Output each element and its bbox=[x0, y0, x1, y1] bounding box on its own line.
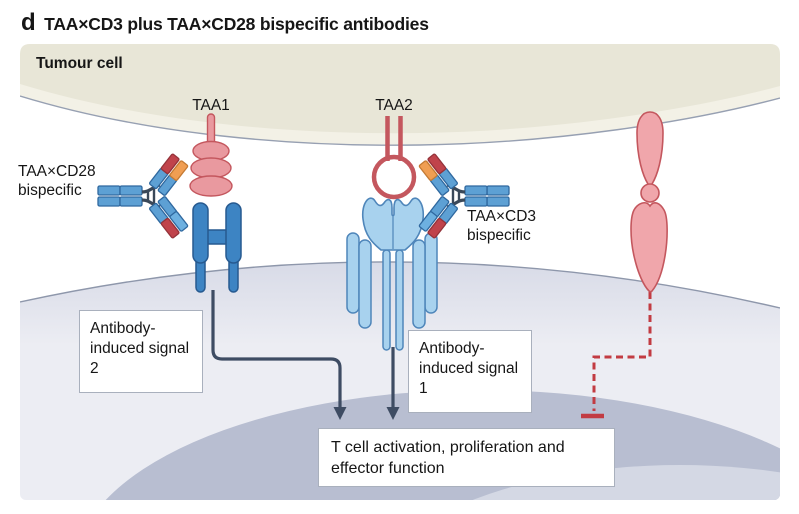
signal1-arrow bbox=[386, 347, 400, 420]
cd28-receptor bbox=[192, 202, 242, 293]
signal2-arrow bbox=[211, 290, 347, 420]
taa-cd28-bispecific-label: TAA×CD28 bispecific bbox=[18, 163, 96, 199]
taa2-label: TAA2 bbox=[375, 97, 413, 114]
outcome-box: T cell activation, proliferation and eff… bbox=[318, 428, 615, 487]
inhibitory-ligand bbox=[630, 111, 668, 293]
taa-cd28-bispecific-antibody bbox=[96, 151, 190, 241]
taa1-receptor bbox=[189, 113, 233, 197]
signal2-box: Antibody-induced signal 2 bbox=[79, 310, 203, 393]
taa-cd3-bispecific-label: TAA×CD3 bispecific bbox=[467, 208, 537, 244]
panel-letter: d bbox=[21, 9, 36, 36]
tumour-cell-label: Tumour cell bbox=[36, 55, 123, 72]
inhibition-dashed-line bbox=[581, 292, 652, 419]
tcr-cd3-complex bbox=[346, 197, 438, 351]
taa1-label: TAA1 bbox=[192, 97, 230, 114]
figure-title-text: TAA×CD3 plus TAA×CD28 bispecific antibod… bbox=[44, 14, 429, 34]
taa2-receptor bbox=[371, 116, 417, 200]
figure-title: d TAA×CD3 plus TAA×CD28 bispecific antib… bbox=[21, 9, 429, 37]
signal1-box: Antibody-induced signal 1 bbox=[408, 330, 532, 413]
